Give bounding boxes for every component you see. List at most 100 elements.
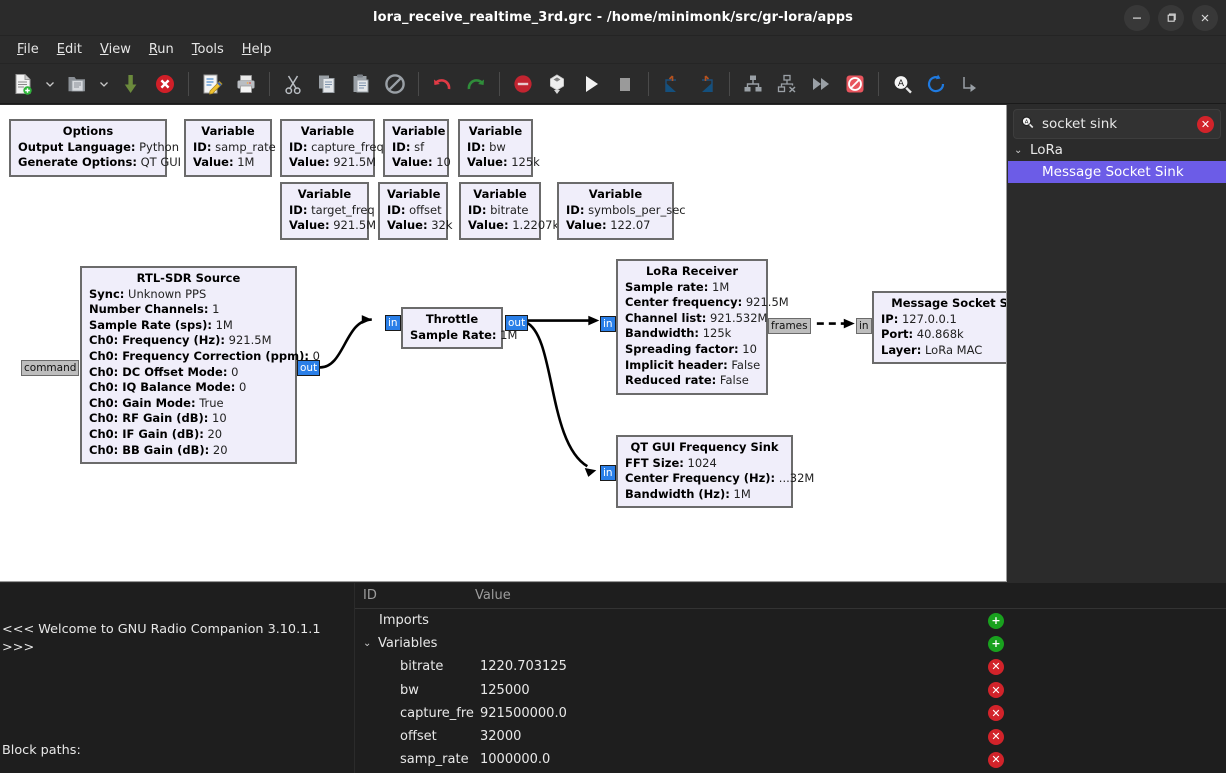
menu-tools[interactable]: Tools	[191, 42, 224, 57]
port-rtlsdr-out[interactable]: out	[297, 360, 321, 376]
block-title: Variable	[297, 187, 352, 201]
menu-edit[interactable]: Edit	[56, 42, 82, 57]
block-param-row: Value: 125k	[467, 155, 540, 170]
reload-blocks-icon[interactable]	[919, 67, 953, 101]
port-throttle-in[interactable]: in	[385, 315, 401, 331]
block-variable-target-freq[interactable]: Variable ID: target_freq Value: 921.5M	[280, 182, 377, 240]
more-icon[interactable]	[804, 67, 838, 101]
block-param-row: Sample Rate (sps): 1M	[89, 317, 233, 332]
close-button[interactable]	[1192, 5, 1218, 31]
block-param-row: ID: symbols_per_sec	[566, 202, 686, 217]
paste-icon[interactable]	[344, 67, 378, 101]
search-clear-button[interactable]: ✕	[1197, 115, 1214, 133]
block-variable-bitrate[interactable]: Variable ID: bitrate Value: 1.2207k	[459, 182, 559, 240]
show-flowgraph-icon[interactable]	[953, 67, 987, 101]
flowgraph-surface[interactable]: Options Output Language: Python Generate…	[0, 105, 1006, 581]
block-param-row: ID: capture_freq	[289, 139, 384, 154]
block-variable-sf[interactable]: Variable ID: sf Value: 10	[383, 119, 451, 177]
variable-table[interactable]: ID Value Imports + ⌄ Variables + bitrate…	[355, 583, 1226, 773]
maximize-button[interactable]	[1158, 5, 1184, 31]
execute-flowgraph-icon[interactable]	[574, 67, 608, 101]
kill-flowgraph-icon[interactable]	[608, 67, 642, 101]
open-recent-dropdown-icon[interactable]	[94, 67, 114, 101]
tree-category-lora[interactable]: ⌄ LoRa	[1008, 139, 1226, 161]
add-import-button[interactable]: +	[988, 612, 1004, 629]
cut-icon[interactable]	[276, 67, 310, 101]
block-param-row: Layer: LoRa MAC	[881, 342, 983, 357]
open-folder-icon[interactable]	[60, 67, 94, 101]
search-input[interactable]: socket sink	[1042, 116, 1118, 132]
block-options[interactable]: Options Output Language: Python Generate…	[9, 119, 181, 177]
block-variable-symbols-per-sec[interactable]: Variable ID: symbols_per_sec Value: 122.…	[557, 182, 686, 240]
block-param-row: Ch0: IQ Balance Mode: 0	[89, 380, 247, 395]
toolbar-separator-4	[499, 71, 500, 96]
port-freq-sink-in[interactable]: in	[600, 465, 616, 481]
block-message-socket-sink[interactable]: Message Socket Sink IP: 127.0.0.1 Port: …	[872, 291, 1006, 365]
port-socket-sink-in[interactable]: in	[856, 318, 872, 334]
edit-properties-icon[interactable]	[195, 67, 229, 101]
undo-icon[interactable]	[425, 67, 459, 101]
block-variable-capture-freq[interactable]: Variable ID: capture_freq Value: 921.5M	[280, 119, 384, 177]
block-search-row[interactable]: A socket sink ✕	[1013, 109, 1221, 139]
menu-view[interactable]: View	[99, 42, 131, 57]
menu-run[interactable]: Run	[148, 42, 174, 57]
create-hier-icon[interactable]	[736, 67, 770, 101]
toolbar-separator-5	[648, 71, 649, 96]
delete-variable-button[interactable]: ✕	[988, 751, 1004, 768]
port-rtlsdr-command-in[interactable]: command	[21, 360, 80, 376]
table-row[interactable]: ⌄ Variables +	[355, 632, 1226, 655]
delete-variable-button[interactable]: ✕	[988, 658, 1004, 675]
redo-icon[interactable]	[459, 67, 493, 101]
block-lora-receiver[interactable]: LoRa Receiver Sample rate: 1M Center fre…	[616, 259, 789, 395]
block-qtgui-frequency-sink[interactable]: QT GUI Frequency Sink FFT Size: 1024 Cen…	[616, 435, 814, 509]
close-file-icon[interactable]	[148, 67, 182, 101]
minimize-button[interactable]	[1124, 5, 1150, 31]
copy-icon[interactable]	[310, 67, 344, 101]
new-file-dropdown-icon[interactable]	[40, 67, 60, 101]
window-title: lora_receive_realtime_3rd.grc - /home/mi…	[373, 10, 853, 25]
block-variable-samp-rate[interactable]: Variable ID: samp_rate Value: 1M	[184, 119, 276, 177]
flowgraph-canvas[interactable]: Options Output Language: Python Generate…	[0, 105, 1007, 582]
save-icon[interactable]	[114, 67, 148, 101]
rotate-right-icon[interactable]	[689, 67, 723, 101]
delete-variable-button[interactable]: ✕	[988, 728, 1004, 745]
table-row[interactable]: offset 32000 ✕	[355, 725, 1226, 748]
block-param-row: Value: 921.5M	[289, 155, 377, 170]
block-rtlsdr-source[interactable]: RTL-SDR Source Sync: Unknown PPS Number …	[80, 266, 320, 465]
menu-file[interactable]: File	[17, 42, 39, 57]
enable-block-icon[interactable]	[540, 67, 574, 101]
port-throttle-out[interactable]: out	[505, 315, 529, 331]
add-variable-button[interactable]: +	[988, 635, 1004, 652]
delete-icon[interactable]	[378, 67, 412, 101]
new-file-icon[interactable]	[6, 67, 40, 101]
rotate-left-icon[interactable]	[655, 67, 689, 101]
table-row[interactable]: Imports +	[355, 609, 1226, 632]
block-param-row: FFT Size: 1024	[625, 455, 717, 470]
table-row[interactable]: bitrate 1220.703125 ✕	[355, 655, 1226, 678]
tree-item-message-socket-sink[interactable]: Message Socket Sink	[1008, 161, 1226, 183]
block-variable-offset[interactable]: Variable ID: offset Value: 32k	[378, 182, 453, 240]
port-lora-frames-out[interactable]: frames	[768, 318, 811, 334]
find-block-icon[interactable]: A	[885, 67, 919, 101]
table-row[interactable]: samp_rate 1000000.0 ✕	[355, 748, 1226, 771]
delete-variable-button[interactable]: ✕	[988, 682, 1004, 699]
block-throttle[interactable]: Throttle Sample Rate: 1M	[401, 307, 517, 350]
block-param-row: Value: 921.5M	[289, 218, 377, 233]
block-param-row: Sync: Unknown PPS	[89, 286, 207, 301]
block-param-row: Ch0: Gain Mode: True	[89, 395, 224, 410]
menu-help[interactable]: Help	[241, 42, 272, 57]
open-hier-icon[interactable]	[770, 67, 804, 101]
disable-block-icon[interactable]	[506, 67, 540, 101]
block-variable-bw[interactable]: Variable ID: bw Value: 125k	[458, 119, 540, 177]
block-title: Variable	[588, 187, 643, 201]
delete-variable-button[interactable]: ✕	[988, 705, 1004, 722]
console-log[interactable]: <<< Welcome to GNU Radio Companion 3.10.…	[0, 583, 354, 773]
table-row[interactable]: capture_fre 921500000.0 ✕	[355, 702, 1226, 725]
block-param-row: Spreading factor: 10	[625, 341, 757, 356]
port-lora-in[interactable]: in	[600, 316, 616, 332]
table-row[interactable]: bw 125000 ✕	[355, 679, 1226, 702]
block-param-row: ID: bw	[467, 139, 506, 154]
toggle-disable-icon[interactable]	[838, 67, 872, 101]
print-icon[interactable]	[229, 67, 263, 101]
